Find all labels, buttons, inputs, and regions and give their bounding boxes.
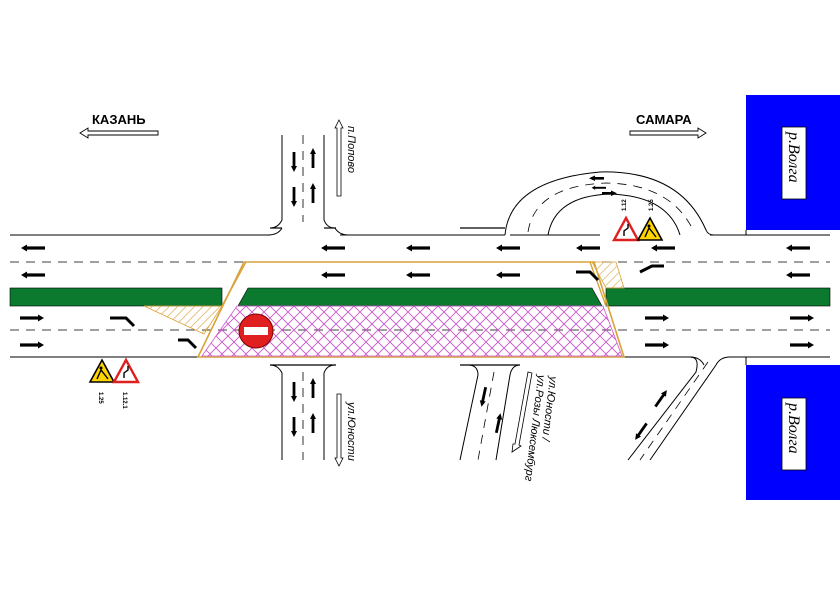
sign-code-top-left: 1.12 — [622, 199, 628, 211]
river-bottom-label: р.Волга — [785, 402, 802, 454]
north-side-road — [269, 135, 336, 229]
sign-code-top-right-label: 1.25 — [649, 199, 655, 211]
roadworks-sign-icon — [88, 358, 116, 383]
green-median-right — [605, 287, 831, 307]
sign-code-bottom-right: 1.12.1 — [121, 392, 127, 409]
south-side-road — [269, 364, 336, 460]
river-top-label: р.Волга — [785, 131, 802, 183]
green-median-left — [9, 287, 223, 307]
double-arrow-icon — [79, 127, 159, 139]
direction-samara-label: САМАРА — [636, 112, 692, 127]
river-bottom-label-group: р.Волга — [785, 402, 802, 454]
roadworks-sign-icon — [636, 216, 664, 241]
sign-code-top-right: 1.25 — [649, 199, 655, 211]
turn-arrows — [110, 264, 664, 350]
sign-code-top-left-label: 1.12 — [622, 199, 628, 211]
curve-warning-sign-icon — [611, 215, 641, 242]
river-bottom-label-box — [781, 397, 807, 471]
island-inner-edge — [221, 261, 247, 307]
transition-zone-right — [591, 261, 625, 289]
side-road-edge-lines — [270, 227, 520, 366]
street-north: п.Попово — [345, 126, 357, 173]
street-south-left: ул.Юности — [345, 401, 357, 461]
double-arrow-icon — [629, 127, 707, 139]
loop-ramp — [504, 171, 715, 236]
curve-warning-sign-icon — [111, 357, 141, 384]
river-top-label-box — [781, 126, 807, 200]
sign-code-bottom-right-label: 1.12.1 — [121, 392, 127, 409]
sign-code-bottom-left: 1.25 — [97, 392, 103, 404]
sign-code-bottom-left-label: 1.25 — [97, 392, 103, 404]
lane-markings — [10, 261, 830, 331]
south-east-ramp — [627, 356, 717, 461]
double-arrow-icon — [334, 393, 344, 467]
river-top-label-group: р.Волга — [785, 131, 802, 183]
transition-zone-left — [143, 305, 223, 335]
loop-arrows — [589, 175, 617, 196]
island-inner-edge-right — [589, 261, 607, 307]
no-entry-sign-icon — [238, 313, 274, 349]
street-south-left-label: ул.Юности — [345, 401, 357, 461]
direction-kazan-label: КАЗАНЬ — [92, 112, 146, 127]
double-arrow-icon — [334, 119, 344, 197]
cross-hatched-zone — [201, 305, 623, 357]
direction-kazan: КАЗАНЬ — [79, 112, 159, 139]
direction-samara: САМАРА — [629, 112, 707, 139]
green-island-top — [237, 287, 603, 307]
double-arrow-icon — [511, 371, 533, 453]
street-north-label: п.Попово — [345, 126, 357, 173]
south-diagonal-road — [459, 364, 521, 461]
